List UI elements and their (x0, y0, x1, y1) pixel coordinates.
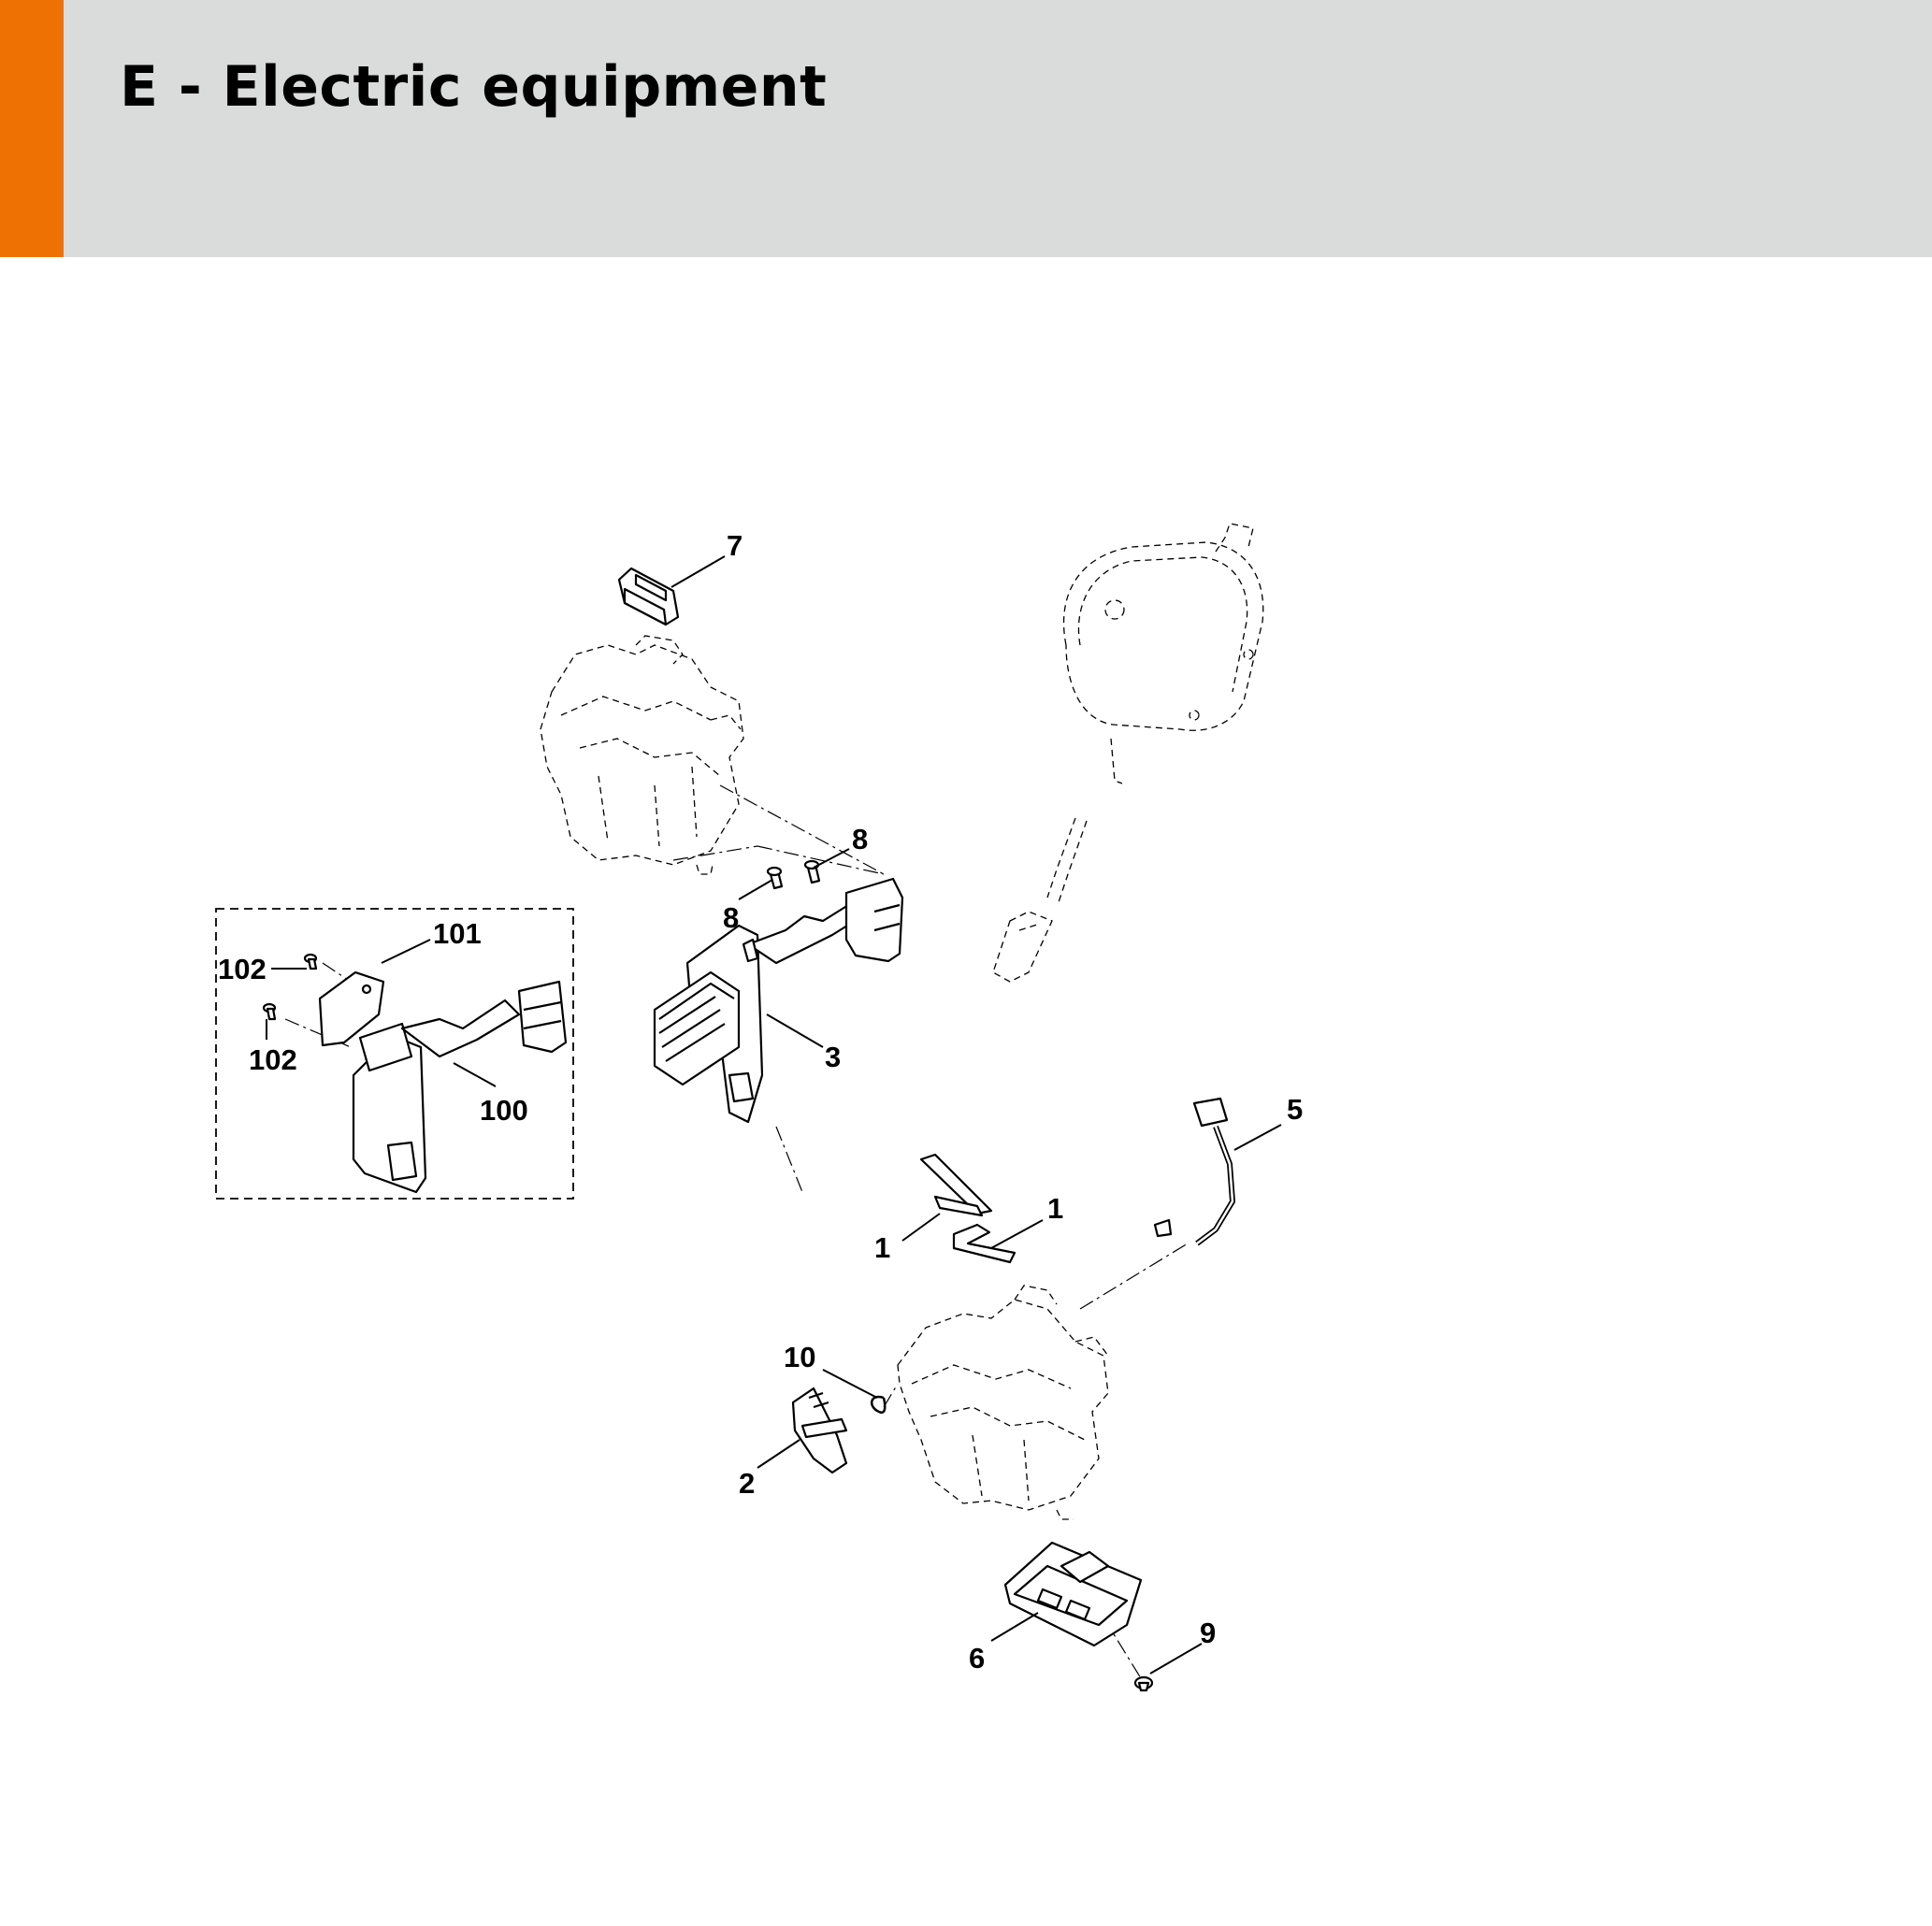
leader-lines (266, 555, 1282, 1674)
callout-2: 2 (739, 1467, 755, 1500)
part-6-control-panel (1003, 1541, 1143, 1647)
page-title: E - Electric equipment (120, 54, 828, 120)
part-7-switch (617, 567, 680, 626)
upper-housing-phantom (540, 635, 744, 875)
part-2-holder (791, 1387, 848, 1474)
callout-6: 6 (969, 1642, 985, 1674)
callout-102-upper: 102 (218, 953, 267, 985)
lower-housing-phantom (897, 1285, 1109, 1520)
callout-7: 7 (727, 529, 743, 562)
part-5-cable (1153, 1097, 1236, 1246)
part-8-screws (766, 859, 821, 890)
cable-plug-phantom (992, 817, 1088, 983)
callout-101: 101 (433, 917, 482, 950)
part-100-electronic-module (352, 980, 568, 1194)
callout-9: 9 (1200, 1617, 1216, 1649)
cover-phantom (1062, 523, 1264, 784)
callout-8-lower: 8 (723, 901, 739, 934)
callout-102-lower: 102 (249, 1043, 297, 1076)
part-3-electronic-module (653, 877, 904, 1124)
callout-labels: 7 8 8 101 102 102 3 100 5 1 1 10 2 6 9 (218, 529, 1303, 1674)
callout-1-left: 1 (874, 1231, 890, 1264)
header-accent-bar (0, 0, 64, 257)
part-9-screw (1133, 1675, 1154, 1692)
part-1-strips (919, 1153, 1016, 1264)
part-101-bracket (318, 970, 385, 1047)
callout-1-right: 1 (1047, 1192, 1063, 1225)
callout-5: 5 (1287, 1093, 1303, 1126)
part-10-clip (871, 1395, 887, 1415)
callout-10: 10 (784, 1341, 815, 1373)
part-102-screws (262, 953, 318, 1021)
callout-8-upper: 8 (852, 823, 868, 855)
callout-3: 3 (825, 1041, 841, 1073)
callout-100: 100 (480, 1094, 528, 1127)
page-header: E - Electric equipment (0, 0, 1932, 257)
assembly-lines (284, 784, 1189, 1679)
